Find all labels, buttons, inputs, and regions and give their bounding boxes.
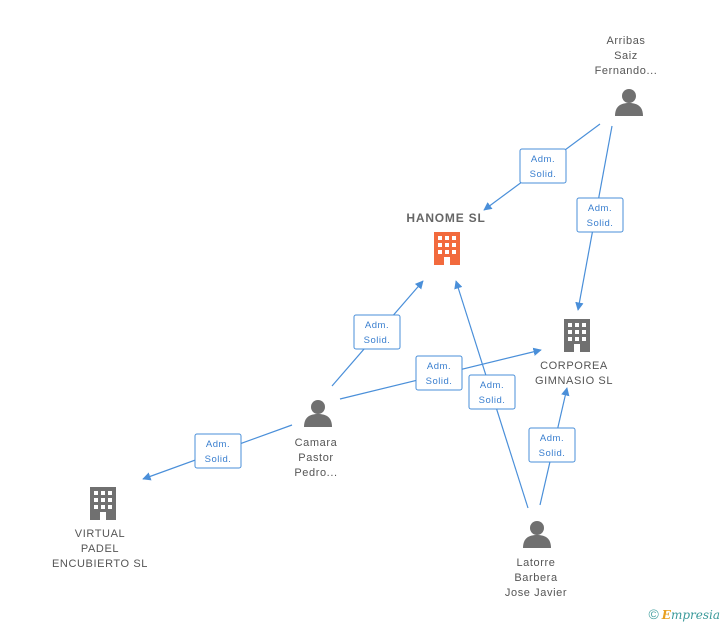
node-label: HANOME SL — [406, 211, 485, 225]
edges-layer: Adm. Solid. Adm. Solid. Adm. Solid. Adm.… — [142, 123, 624, 509]
node-hanome[interactable]: HANOME SL — [406, 211, 485, 265]
edge-latorre-corporea[interactable]: Adm. Solid. — [528, 387, 576, 506]
node-label: Latorre — [516, 557, 555, 569]
edge-arribas-corporea[interactable]: Adm. Solid. — [575, 125, 624, 311]
node-label: Fernando... — [595, 65, 658, 77]
node-label: VIRTUAL — [75, 528, 125, 540]
copyright-symbol: © — [648, 606, 659, 622]
footer-brand[interactable]: ©Empresia — [648, 606, 720, 622]
edge-label-line: Adm. — [480, 380, 504, 391]
edge-label-line: Adm. — [365, 320, 389, 331]
edge-latorre-hanome[interactable]: Adm. Solid. — [454, 280, 529, 509]
edge-label-box — [576, 197, 624, 233]
edge-label-line: Adm. — [540, 433, 564, 444]
node-corporea[interactable]: CORPOREA GIMNASIO SL — [535, 319, 613, 387]
person-icon — [615, 89, 643, 116]
edge-label-line: Adm. — [427, 361, 451, 372]
node-label: GIMNASIO SL — [535, 375, 613, 387]
node-arribas[interactable]: Arribas Saiz Fernando... — [595, 35, 658, 116]
brand-name: mpresia — [670, 608, 720, 622]
node-camara[interactable]: Camara Pastor Pedro... — [294, 400, 337, 479]
node-label: PADEL — [81, 543, 119, 555]
person-icon — [304, 400, 332, 427]
node-virtual[interactable]: VIRTUAL PADEL ENCUBIERTO SL — [52, 487, 148, 570]
node-label: Jose Javier — [505, 587, 567, 599]
edge-label-line: Adm. — [206, 439, 230, 450]
node-label: ENCUBIERTO SL — [52, 558, 148, 570]
edge-label-line: Solid. — [530, 169, 557, 180]
edge-label-line: Adm. — [531, 154, 555, 165]
edge-label-box — [353, 314, 401, 350]
node-label: Pastor — [298, 452, 333, 464]
building-icon — [564, 319, 590, 352]
edge-label-line: Solid. — [426, 376, 453, 387]
node-latorre[interactable]: Latorre Barbera Jose Javier — [505, 521, 567, 599]
node-label: Pedro... — [294, 467, 337, 479]
edge-arribas-hanome[interactable]: Adm. Solid. — [483, 123, 601, 211]
brand-initial: E — [661, 608, 671, 622]
edge-label-box — [468, 374, 516, 410]
edge-label-box — [194, 433, 242, 469]
edge-label-line: Adm. — [588, 203, 612, 214]
edge-camara-hanome[interactable]: Adm. Solid. — [331, 280, 424, 387]
edge-label-box — [415, 355, 463, 391]
edge-label-line: Solid. — [205, 454, 232, 465]
node-label: CORPOREA — [540, 360, 608, 372]
edge-label-line: Solid. — [364, 335, 391, 346]
node-label: Arribas — [606, 35, 645, 47]
edge-camara-corporea[interactable]: Adm. Solid. — [339, 347, 542, 400]
edge-label-line: Solid. — [479, 395, 506, 406]
node-label: Barbera — [514, 572, 558, 584]
edge-label-line: Solid. — [587, 218, 614, 229]
edge-label-box — [519, 148, 567, 184]
building-icon — [434, 232, 460, 265]
node-label: Saiz — [614, 50, 638, 62]
person-icon — [523, 521, 551, 548]
edge-camara-virtual[interactable]: Adm. Solid. — [142, 424, 293, 481]
nodes-layer: HANOME SL Arribas Saiz Fernando... — [52, 35, 657, 599]
edge-label-line: Solid. — [539, 448, 566, 459]
edge-label-box — [528, 427, 576, 463]
node-label: Camara — [295, 437, 338, 449]
building-icon — [90, 487, 116, 520]
